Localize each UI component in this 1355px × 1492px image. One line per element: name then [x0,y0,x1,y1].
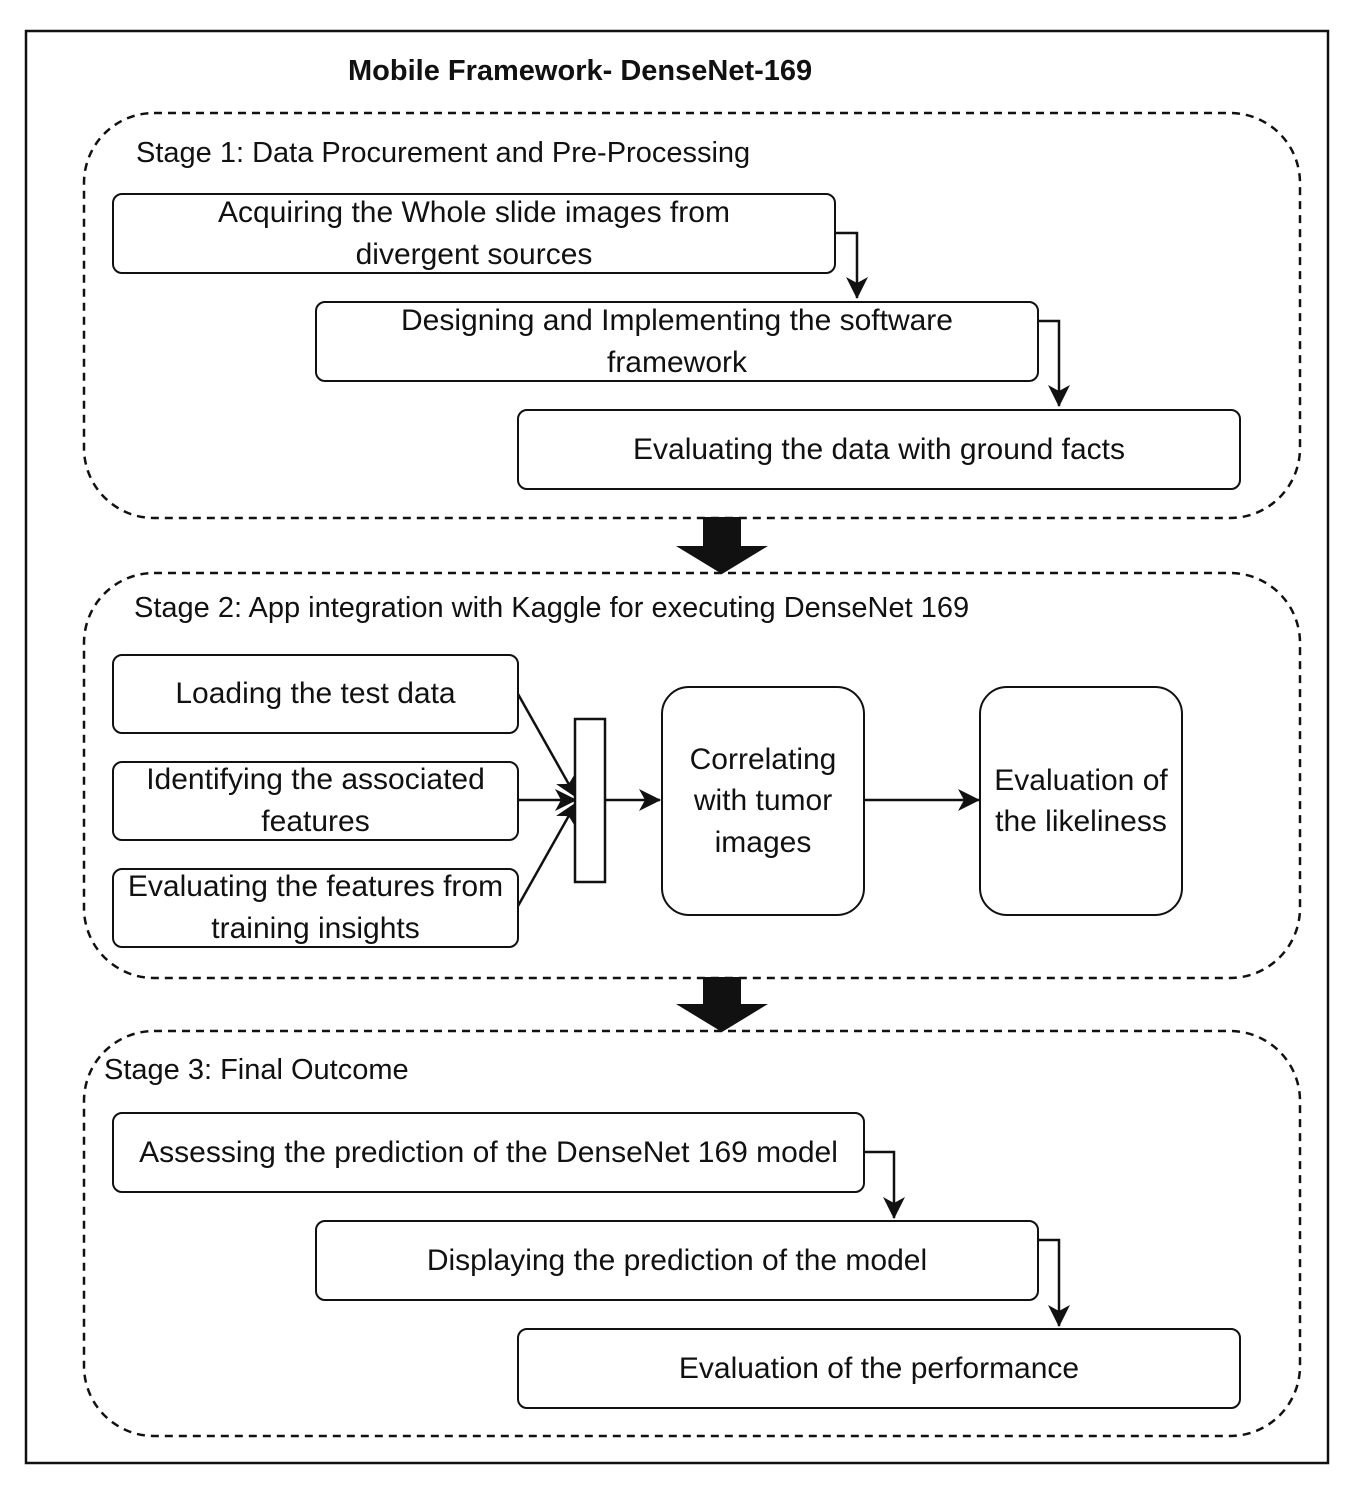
stage1-step-design: Designing and Implementing the software … [315,301,1039,382]
stage3-container [82,1029,1302,1438]
stage3-connector-1 [864,1150,905,1219]
stage2-input-identifying: Identifying the associated features [112,761,519,841]
input-connector-1 [516,693,578,798]
stage3-step-assess: Assessing the prediction of the DenseNet… [112,1112,865,1193]
stage1-step-evaluate: Evaluating the data with ground facts [517,409,1241,490]
stage-transition-arrow-2 [676,977,768,1032]
stage1-connector-1 [835,231,868,299]
diagram-title: Mobile Framework- DenseNet-169 [348,55,813,87]
stage1-connector-2 [1038,319,1070,407]
merge-bar [573,717,607,884]
outer-frame [24,29,1330,1465]
stage2-input-evaluating: Evaluating the features from training in… [112,868,519,948]
stage3-heading: Stage 3: Final Outcome [104,1054,409,1086]
stage3-step-evaluate: Evaluation of the performance [517,1328,1241,1409]
stage2-correlating-box: Correlating with tumor images [661,686,865,916]
stage3-connector-2 [1038,1238,1070,1327]
stage2-evaluation-likeliness-box: Evaluation of the likeliness [979,686,1183,916]
stage1-heading: Stage 1: Data Procurement and Pre-Proces… [136,137,751,169]
stage2-container [82,571,1302,980]
stage3-step-display: Displaying the prediction of the model [315,1220,1039,1301]
stage1-container [82,111,1302,520]
stage2-input-loading: Loading the test data [112,654,519,734]
input-connector-3 [516,802,578,907]
stage-transition-arrow-1 [676,517,768,574]
stage1-step-acquire: Acquiring the Whole slide images from di… [112,193,836,274]
stage2-heading: Stage 2: App integration with Kaggle for… [134,592,970,624]
